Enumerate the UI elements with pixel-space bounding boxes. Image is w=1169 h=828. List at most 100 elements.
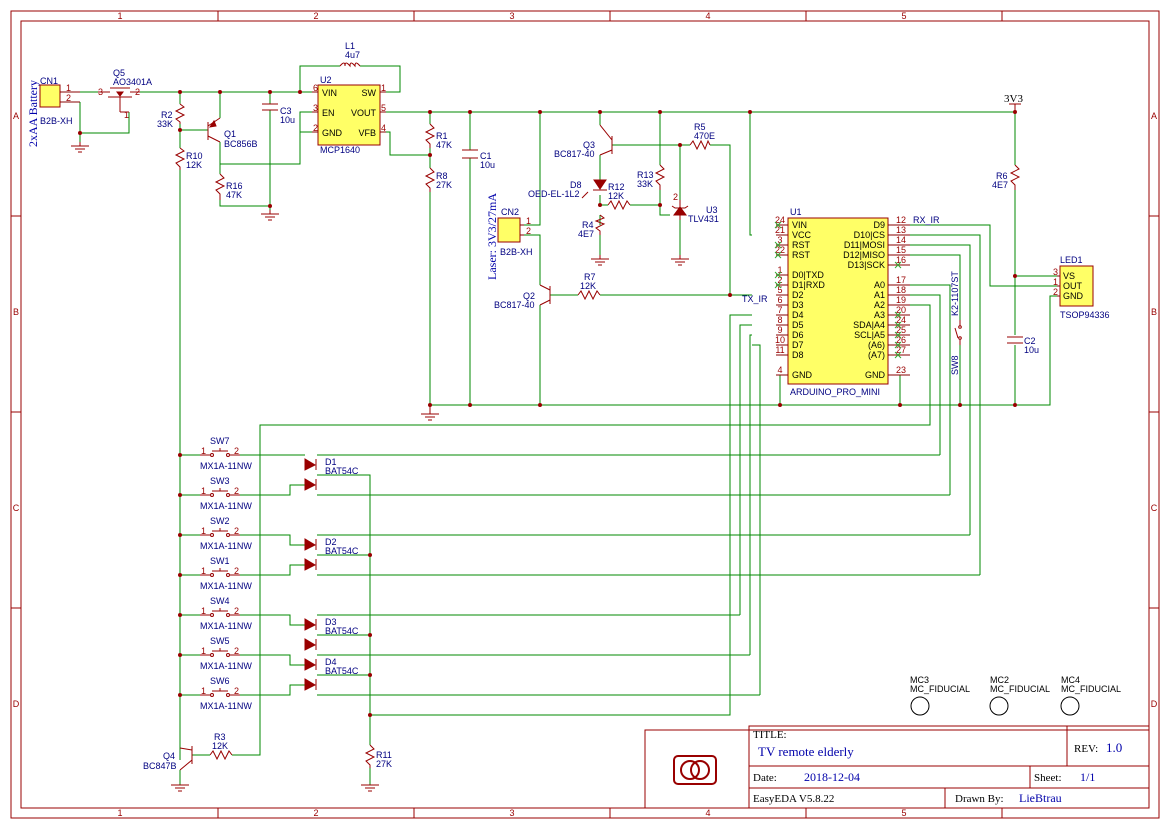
u1-pin-number: 8 bbox=[777, 315, 782, 325]
sheet-frame: 1 2 3 4 5 1 2 3 4 5 A B C D A B C D bbox=[10, 10, 1160, 819]
switch-value: MX1A-11NW bbox=[200, 701, 252, 711]
pin-number: 3 bbox=[313, 103, 318, 113]
l1-value: 4u7 bbox=[345, 50, 360, 60]
mc2-ref: MC2 bbox=[990, 675, 1009, 685]
resistor-r12: R12 12K bbox=[607, 182, 631, 211]
net-label-rx-ir: RX_IR bbox=[913, 215, 940, 225]
u3-ref: U3 bbox=[706, 205, 718, 215]
switch-value: MX1A-11NW bbox=[200, 461, 252, 471]
diode-d2: D2 BAT54C bbox=[304, 537, 359, 571]
sw8-ref: SW8 bbox=[950, 355, 960, 375]
u1-pin-name: A2 bbox=[874, 300, 885, 310]
laser-diode-d8: D8 OED-EL-1L2 bbox=[528, 179, 607, 199]
u1-pin-name: SDA|A4 bbox=[853, 320, 885, 330]
resistor-r5: R5 470E bbox=[689, 122, 715, 151]
u1-pin-number: 21 bbox=[775, 225, 785, 235]
r2-ref: R2 bbox=[161, 110, 173, 120]
q4-ref: Q4 bbox=[163, 751, 175, 761]
c1-value: 10u bbox=[480, 160, 495, 170]
l1-ref: L1 bbox=[345, 41, 355, 51]
battery-note: 2xAA Battery bbox=[26, 80, 40, 147]
u1-pin-number: 15 bbox=[896, 245, 906, 255]
pin-number: 2 bbox=[234, 526, 239, 536]
gnd-icon bbox=[671, 255, 689, 266]
q4-value: BC847B bbox=[143, 761, 177, 771]
u2-pin-en: EN bbox=[322, 108, 335, 118]
pin-number: 2 bbox=[234, 646, 239, 656]
title-value: TV remote elderly bbox=[758, 744, 854, 759]
u1-pin-number: 26 bbox=[896, 335, 906, 345]
transistor-q1: Q1 BC856B bbox=[207, 117, 258, 149]
pin-number: 2 bbox=[313, 123, 318, 133]
r16-ref: R16 bbox=[226, 181, 243, 191]
fiducial-mc2: MC2 MC_FIDUCIAL bbox=[989, 675, 1050, 716]
c3-value: 10u bbox=[280, 115, 295, 125]
u1-pin-name: D9 bbox=[873, 220, 885, 230]
col-label-1-bottom: 1 bbox=[117, 808, 122, 818]
ground-symbols bbox=[71, 142, 689, 792]
u1-pin-name: GND bbox=[792, 370, 813, 380]
u1-pin-number: 4 bbox=[777, 365, 782, 375]
r13-value: 33K bbox=[637, 179, 653, 189]
pin-number: 5 bbox=[381, 103, 386, 113]
c2-ref: C2 bbox=[1024, 336, 1036, 346]
c3-ref: C3 bbox=[280, 106, 292, 116]
rev-value: 1.0 bbox=[1106, 740, 1122, 755]
u1-pin-name: D7 bbox=[792, 340, 804, 350]
r10-ref: R10 bbox=[186, 151, 203, 161]
r16-value: 47K bbox=[226, 190, 242, 200]
pin-number: 2 bbox=[234, 566, 239, 576]
r3-value: 12K bbox=[212, 741, 228, 751]
switch-ref: SW4 bbox=[210, 596, 230, 606]
capacitor-c2: C2 10u bbox=[1007, 336, 1039, 355]
pin-number: 3 bbox=[98, 87, 103, 97]
u2-pin-sw: SW bbox=[362, 88, 377, 98]
r5-ref: R5 bbox=[694, 122, 706, 132]
u1-pin-name: D4 bbox=[792, 310, 804, 320]
sheet-value: 1/1 bbox=[1080, 770, 1095, 784]
connector-cn1: CN1 B2B-XH 1 2 2xAA Battery bbox=[26, 76, 80, 147]
u1-pin-number: 25 bbox=[896, 325, 906, 335]
diode-icon bbox=[304, 538, 317, 551]
resistor-r13: R13 33K bbox=[637, 164, 666, 190]
u1-pin-number: 18 bbox=[896, 285, 906, 295]
resistor-r10: R10 12K bbox=[174, 147, 203, 170]
col-label-3-bottom: 3 bbox=[509, 808, 514, 818]
u1-pin-number: 12 bbox=[896, 215, 906, 225]
d2-ref: D2 bbox=[325, 537, 337, 547]
col-label-2-bottom: 2 bbox=[313, 808, 318, 818]
power-flag-3v3: 3V3 bbox=[1004, 93, 1023, 112]
c2-value: 10u bbox=[1024, 345, 1039, 355]
u1-pin-number: 22 bbox=[775, 245, 785, 255]
inductor-l1: L1 4u7 bbox=[339, 41, 361, 68]
led1-ref: LED1 bbox=[1060, 255, 1083, 265]
d4-ref: D4 bbox=[325, 657, 337, 667]
title-label: TITLE: bbox=[753, 729, 787, 741]
switch-value: MX1A-11NW bbox=[200, 581, 252, 591]
u1-pin-name: VIN bbox=[792, 220, 807, 230]
transistor-q3: Q3 BC817-40 bbox=[554, 124, 613, 159]
r3-ref: R3 bbox=[214, 732, 226, 742]
switch-sw8: SW8 K2-1107ST bbox=[950, 271, 962, 375]
d3-ref: D3 bbox=[325, 617, 337, 627]
u1-pin-name: D2 bbox=[792, 290, 804, 300]
diode-icon bbox=[304, 458, 317, 471]
r5-value: 470E bbox=[694, 131, 715, 141]
connector-cn2: CN2 B2B-XH 1 2 Laser: 3V3/27mA bbox=[485, 193, 533, 280]
switch-value: MX1A-11NW bbox=[200, 661, 252, 671]
switch-value: MX1A-11NW bbox=[200, 621, 252, 631]
switch-ref: SW2 bbox=[210, 516, 230, 526]
u1-ref: U1 bbox=[790, 207, 802, 217]
col-label-4-bottom: 4 bbox=[705, 808, 710, 818]
d1-value: BAT54C bbox=[325, 466, 359, 476]
pin-number: 1 bbox=[201, 526, 206, 536]
u1-pin-name: A0 bbox=[874, 280, 885, 290]
q2-value: BC817-40 bbox=[494, 300, 535, 310]
u1-pin-number: 16 bbox=[896, 255, 906, 265]
